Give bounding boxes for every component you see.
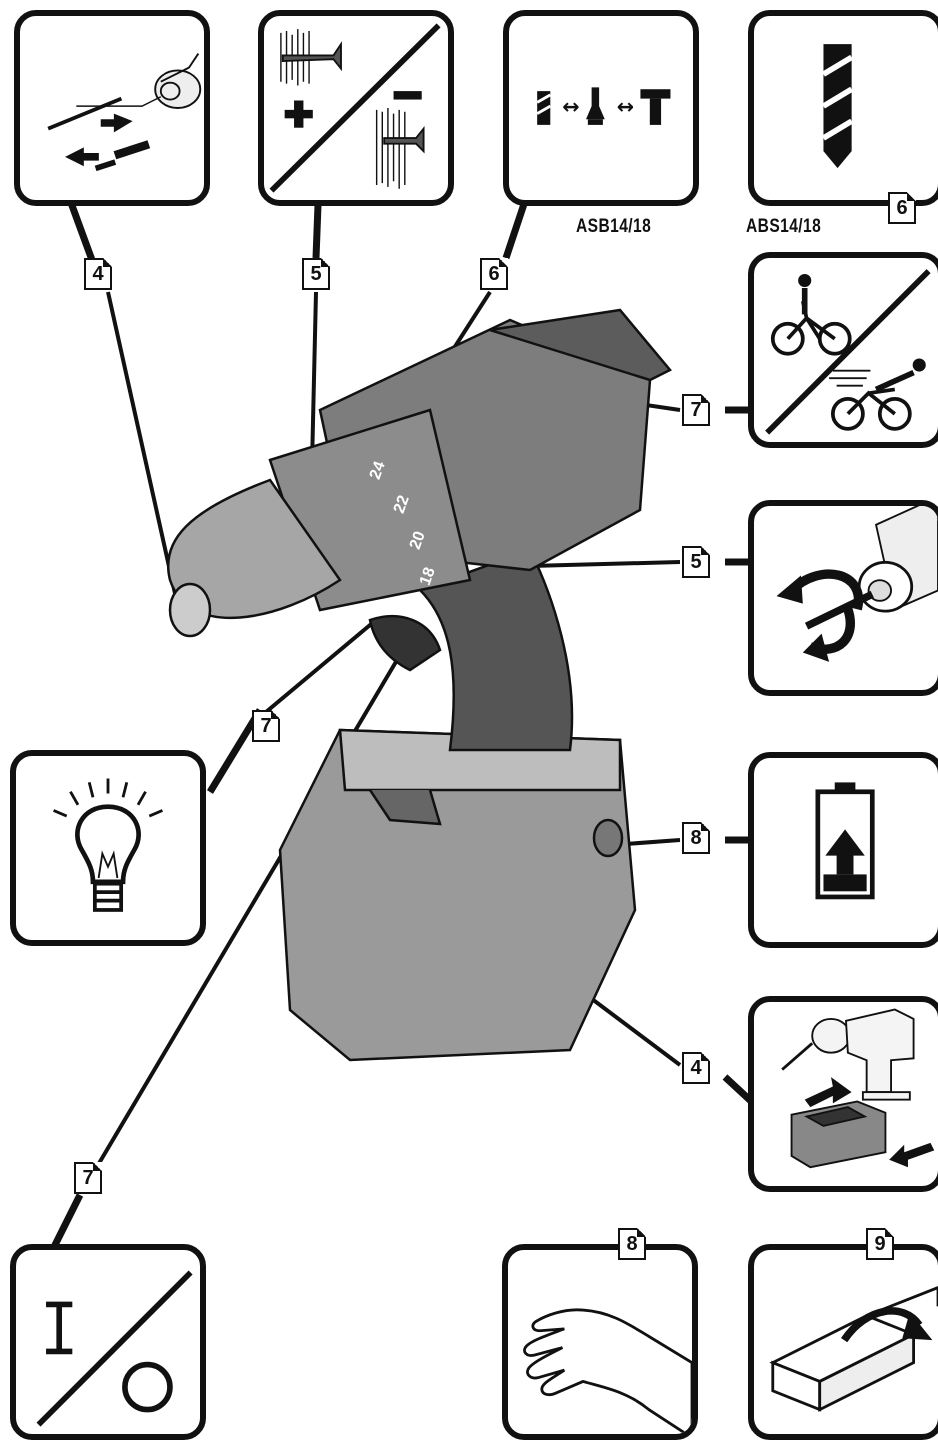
- drill-screw-hammer-mode-icon: ↔ ↔: [509, 16, 693, 200]
- svg-text:↔: ↔: [617, 95, 634, 119]
- on-off-panel: [10, 1244, 206, 1440]
- chuck-bit-change-icon: [20, 16, 204, 200]
- callout-mode-panel-tab: 6: [888, 192, 916, 224]
- callout-direction-switch: 5: [682, 546, 710, 578]
- callout-torque-ring: 5: [302, 258, 330, 290]
- callout-battery-pack: 4: [682, 1052, 710, 1084]
- chuck-panel: [14, 10, 210, 206]
- rotation-direction-icon: [754, 506, 938, 690]
- mode-panel-model: ASB14/18: [576, 216, 651, 238]
- drill-panel-model: ABS14/18: [746, 216, 821, 238]
- cordless-drill: 24 22 20 18: [150, 290, 710, 1070]
- callout-hand-protection: 8: [618, 1228, 646, 1260]
- hand-panel: [502, 1244, 698, 1440]
- battery-insert-remove-icon: [754, 1002, 938, 1186]
- box-open-icon: [754, 1250, 938, 1434]
- bicycle-slow-fast-gear-icon: [754, 258, 938, 442]
- callout-mode-selector: 6: [480, 258, 508, 290]
- callout-work-light: 7: [252, 710, 280, 742]
- callout-chuck: 4: [84, 258, 112, 290]
- gear-panel: [748, 252, 938, 448]
- battery-change-panel: [748, 996, 938, 1192]
- battery-panel: [748, 752, 938, 948]
- hand-icon: [508, 1250, 692, 1434]
- drill-bit-icon: [754, 16, 938, 200]
- screw-depth-plus-minus-icon: [264, 16, 448, 200]
- callout-battery-release: 8: [682, 822, 710, 854]
- callout-box-package: 9: [866, 1228, 894, 1260]
- box-panel: [748, 1244, 938, 1440]
- drill-panel: [748, 10, 938, 206]
- mode-panel: ↔ ↔: [503, 10, 699, 206]
- on-off-switch-icon: [16, 1250, 200, 1434]
- battery-charge-icon: [754, 758, 938, 942]
- trigger: [370, 616, 440, 670]
- svg-text:↔: ↔: [562, 95, 579, 119]
- callout-gear-switch: 7: [682, 394, 710, 426]
- torque-panel: [258, 10, 454, 206]
- callout-on-off-switch: 7: [74, 1162, 102, 1194]
- direction-panel: [748, 500, 938, 696]
